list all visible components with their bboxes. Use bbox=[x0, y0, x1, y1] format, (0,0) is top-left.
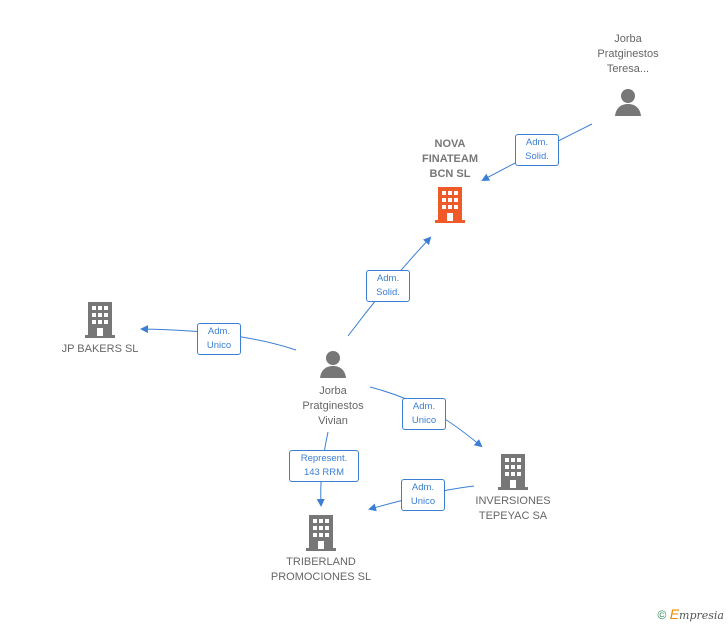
person-label-teresa[interactable]: Jorba Pratginestos Teresa... bbox=[597, 33, 659, 75]
company-node-jpbakers[interactable]: JP BAKERS SL bbox=[50, 302, 150, 357]
company-label-jpbakers[interactable]: JP BAKERS SL bbox=[61, 343, 139, 355]
company-node-nova[interactable]: NOVA FINATEAM BCN SL bbox=[405, 137, 495, 223]
company-label-inversiones[interactable]: INVERSIONES TEPEYAC SA bbox=[475, 495, 551, 522]
relation-label-vivian-inv: Adm. Unico bbox=[402, 398, 446, 430]
person-icon bbox=[615, 89, 641, 116]
company-node-triberland[interactable]: TRIBERLAND PROMOCIONES SL bbox=[258, 515, 384, 585]
copyright-symbol: © bbox=[657, 608, 667, 622]
person-node-vivian[interactable]: Jorba Pratginestos Vivian bbox=[283, 349, 383, 429]
person-node-teresa[interactable]: Jorba Pratginestos Teresa... bbox=[578, 32, 678, 117]
building-icon-main bbox=[435, 187, 465, 223]
company-label-nova[interactable]: NOVA FINATEAM BCN SL bbox=[421, 138, 478, 180]
company-label-triberland[interactable]: TRIBERLAND PROMOCIONES SL bbox=[270, 556, 372, 583]
building-icon bbox=[498, 454, 528, 490]
building-icon bbox=[306, 515, 336, 551]
relation-label-inv-tri: Adm. Unico bbox=[401, 479, 445, 511]
company-node-inversiones[interactable]: INVERSIONES TEPEYAC SA bbox=[460, 454, 566, 524]
empresia-footer: © Empresia bbox=[658, 606, 725, 622]
relation-label-vivian-tri: Represent. 143 RRM bbox=[289, 450, 359, 482]
person-label-vivian[interactable]: Jorba Pratginestos Vivian bbox=[302, 385, 364, 427]
building-icon bbox=[85, 302, 115, 338]
relation-label-teresa-nova: Adm. Solid. bbox=[515, 134, 559, 166]
empresia-logo-text: mpresia bbox=[679, 609, 724, 622]
relation-label-vivian-jp: Adm. Unico bbox=[197, 323, 241, 355]
person-icon bbox=[320, 351, 346, 378]
empresia-logo-initial: E bbox=[669, 606, 680, 622]
relation-label-vivian-nova: Adm. Solid. bbox=[366, 270, 410, 302]
